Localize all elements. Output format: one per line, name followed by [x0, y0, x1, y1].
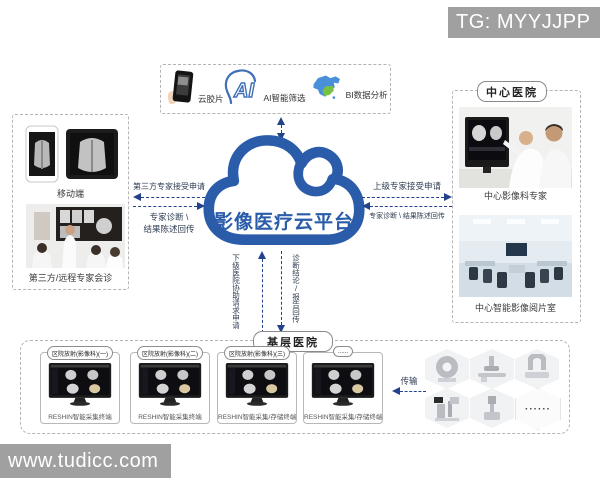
cloud-platform: 影像医疗云平台 — [202, 131, 366, 252]
vertical-link-down-label: 诊断结论/报告回传 — [291, 254, 301, 323]
arrow-left-icon — [392, 387, 400, 395]
bi-analysis-label: BI数据分析 — [345, 89, 388, 100]
imaging-experts-caption: 中心影像科专家 — [483, 191, 547, 201]
left-link-request-label: 第三方专家接受申请 — [133, 182, 205, 191]
transfer-arrow — [392, 387, 426, 395]
terminal-panel-1: 区院放射(影像科)(一) RESHIN智能采集终端 — [40, 346, 120, 424]
tablet-xray-image — [65, 128, 119, 185]
right-link-request-label: 上级专家接受申请 — [372, 181, 441, 191]
left-link-response-line1: 专家诊断 \ — [149, 212, 189, 222]
ai-services-box: 云胶片 AI AI智能筛选 BI数据分析 — [160, 64, 391, 114]
ai-screening-item: AI AI智能筛选 — [224, 68, 306, 110]
arrow-left-icon — [362, 202, 370, 210]
terminal-1-caption: RESHIN智能采集终端 — [48, 414, 112, 421]
cloud-center-hospital-link: 上级专家接受申请 专家诊断 \ 结果陈述回传 — [359, 180, 455, 221]
terminal-2-title: 区院放射(影像科)(二) — [137, 346, 203, 360]
terminal-3-caption: RESHIN智能采集/存储终端 — [218, 414, 297, 421]
vertical-link-down-arrow — [277, 251, 285, 333]
cloud-icon — [203, 135, 365, 246]
terminal-panel-3: 区院放射(影像科)(三) RESHIN智能采集/存储终端 — [217, 346, 297, 424]
transfer-label: 传输 — [400, 376, 418, 386]
bi-analysis-item: BI数据分析 — [306, 72, 388, 107]
watermark: www.tudicc.com — [0, 444, 171, 478]
pacs-monitor-image — [310, 363, 376, 412]
left-link-response-line2: 结果陈述回传 — [143, 224, 195, 234]
right-link-arrow-to-cloud — [362, 202, 452, 210]
terminal-3-title: 区院放射(影像科)(三) — [224, 346, 290, 360]
tg-badge: TG: MYYJJPP — [448, 7, 600, 38]
terminal-panel-4: ...... RESHIN智能采集/存储终端 — [303, 346, 383, 424]
vertical-link-up-label: 下级医院协助请求申请 — [231, 254, 241, 329]
terminal-4-caption: RESHIN智能采集/存储终端 — [304, 414, 383, 421]
ai-screening-label: AI智能筛选 — [263, 92, 306, 103]
pacs-monitor-image — [47, 363, 113, 412]
right-link-arrow-to-hospital — [362, 193, 452, 201]
left-link-arrow-to-third-party — [133, 193, 205, 201]
third-party-box: 移动端 第三方/远程专家会诊 — [12, 114, 129, 290]
cloud-film-label: 云胶片 — [198, 93, 224, 104]
cloud-film-phone-icon — [166, 68, 196, 111]
terminal-panel-2: 区院放射(影像科)(二) RESHIN智能采集终端 — [130, 346, 210, 424]
right-link-response-label: 专家诊断 \ 结果陈述回传 — [369, 213, 445, 220]
arrow-right-icon — [444, 193, 452, 201]
svg-text:AI: AI — [233, 80, 254, 102]
terminal-2-caption: RESHIN智能采集终端 — [138, 414, 202, 421]
arrow-down-icon — [277, 325, 285, 333]
imaging-experts-photo — [459, 107, 572, 193]
conference-caption: 第三方/远程专家会诊 — [28, 273, 113, 283]
reading-room-photo — [459, 215, 572, 302]
more-equipment-dots: ······ — [525, 403, 551, 415]
terminal-1-title: 区院放射(影像科)(一) — [47, 346, 113, 360]
reading-room-caption: 中心智能影像阅片室 — [474, 303, 556, 313]
phone-xray-image — [25, 125, 59, 188]
china-map-icon — [306, 72, 344, 107]
vertical-link-up-arrow — [258, 251, 266, 333]
center-hospital-title: 中心医院 — [477, 81, 547, 102]
more-equipment-hex: ······ — [515, 388, 561, 430]
arrow-left-icon — [133, 193, 141, 201]
pacs-monitor-image — [224, 363, 290, 412]
mobile-caption: 移动端 — [56, 189, 84, 199]
left-link-arrow-to-cloud — [133, 202, 205, 210]
watermark-text: www.tudicc.com — [8, 449, 159, 472]
cloud-film-item: 云胶片 — [166, 68, 224, 111]
arrow-right-icon — [197, 202, 205, 210]
arrow-up-icon — [258, 251, 266, 259]
arrow-up-icon — [277, 117, 285, 125]
third-party-cloud-link: 第三方专家接受申请 专家诊断 \ 结果陈述回传 — [130, 181, 208, 235]
conference-photo — [26, 204, 125, 273]
ai-head-icon: AI — [224, 68, 262, 110]
cloud-platform-title: 影像医疗云平台 — [213, 212, 354, 233]
pacs-monitor-image — [137, 363, 203, 412]
terminal-4-title: ...... — [332, 346, 354, 357]
tg-badge-text: TG: MYYJJPP — [456, 11, 591, 33]
